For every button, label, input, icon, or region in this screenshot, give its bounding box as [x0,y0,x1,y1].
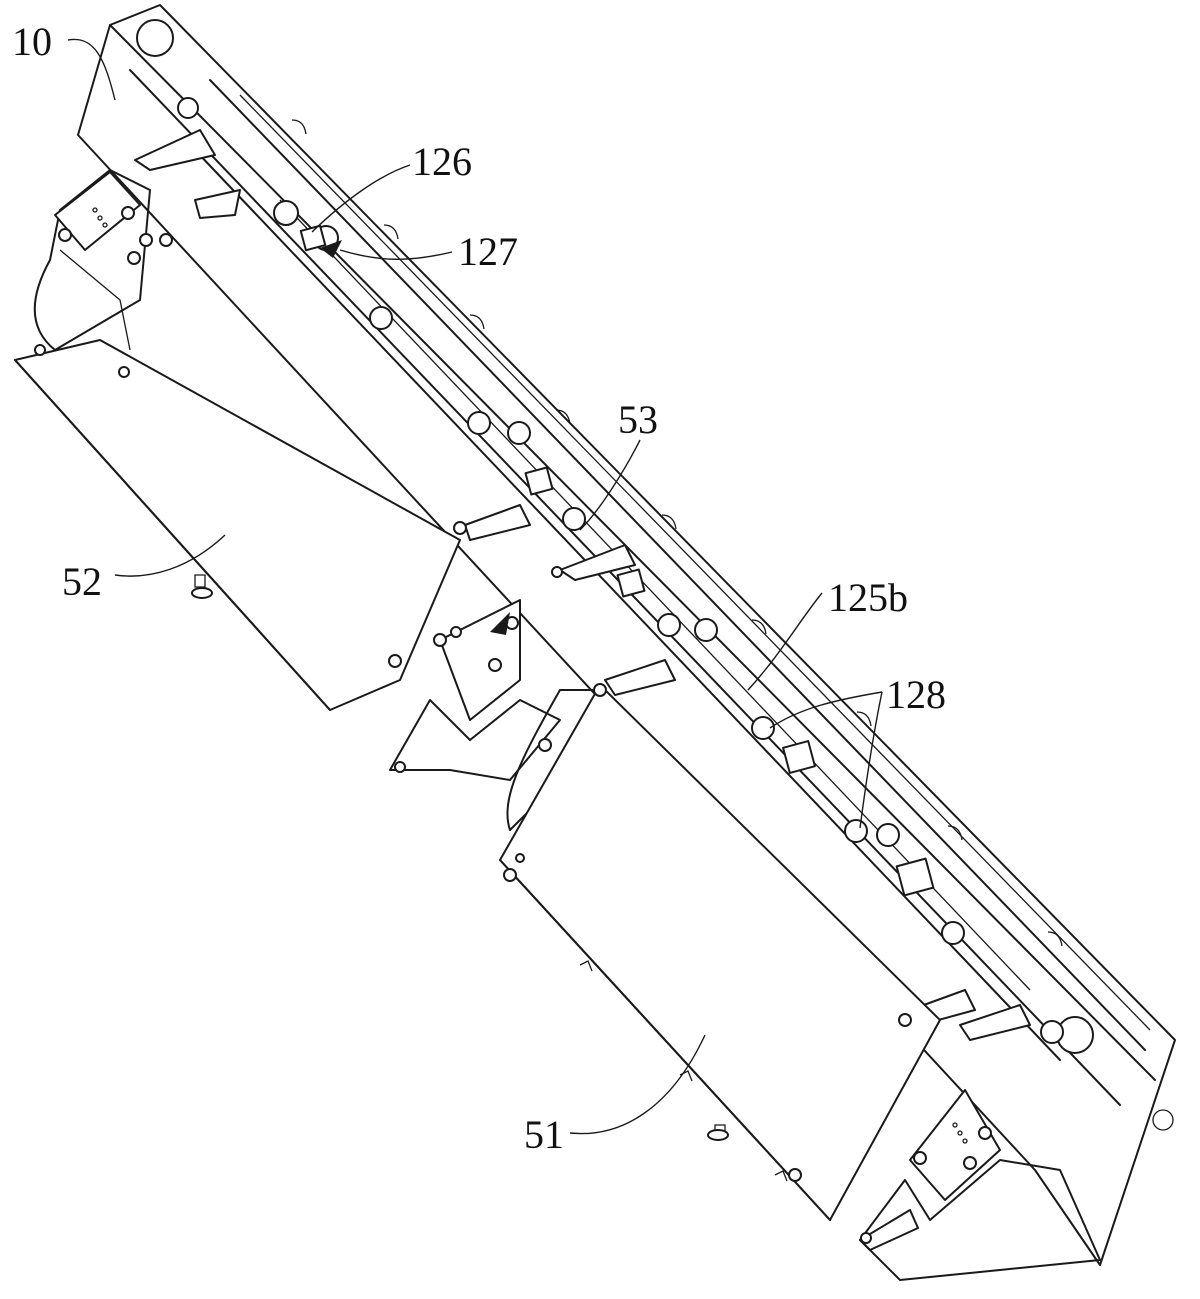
arrow-53-head [490,612,510,635]
ref-label-51: 51 [524,1112,564,1157]
pointer-arrows [320,240,510,635]
leader-52 [114,534,226,577]
leader-10 [67,38,116,101]
leader-126 [311,164,411,233]
square-clips [299,224,935,897]
end-bracket [859,1089,1101,1281]
board-51 [499,683,941,1221]
leader-53 [579,439,641,531]
rail-bumps [291,119,1063,947]
ref-label-126: 126 [412,139,472,184]
ref-label-127: 127 [458,229,518,274]
ref-label-125b: 125b [828,575,908,620]
leader-lines [67,38,883,1135]
arrow-127-head [320,240,342,258]
clamp-fins [134,129,1031,1251]
main-frame [77,4,1176,1266]
ref-label-52: 52 [62,559,102,604]
leader-51 [569,1034,706,1135]
leader-125b [747,592,823,691]
leader-127 [339,249,453,260]
ref-label-10: 10 [12,19,52,64]
board-52 [14,169,467,711]
leader-128-b [859,691,883,829]
ref-label-53: 53 [618,397,658,442]
ref-label-128: 128 [886,672,946,717]
leader-128-a [769,691,883,729]
